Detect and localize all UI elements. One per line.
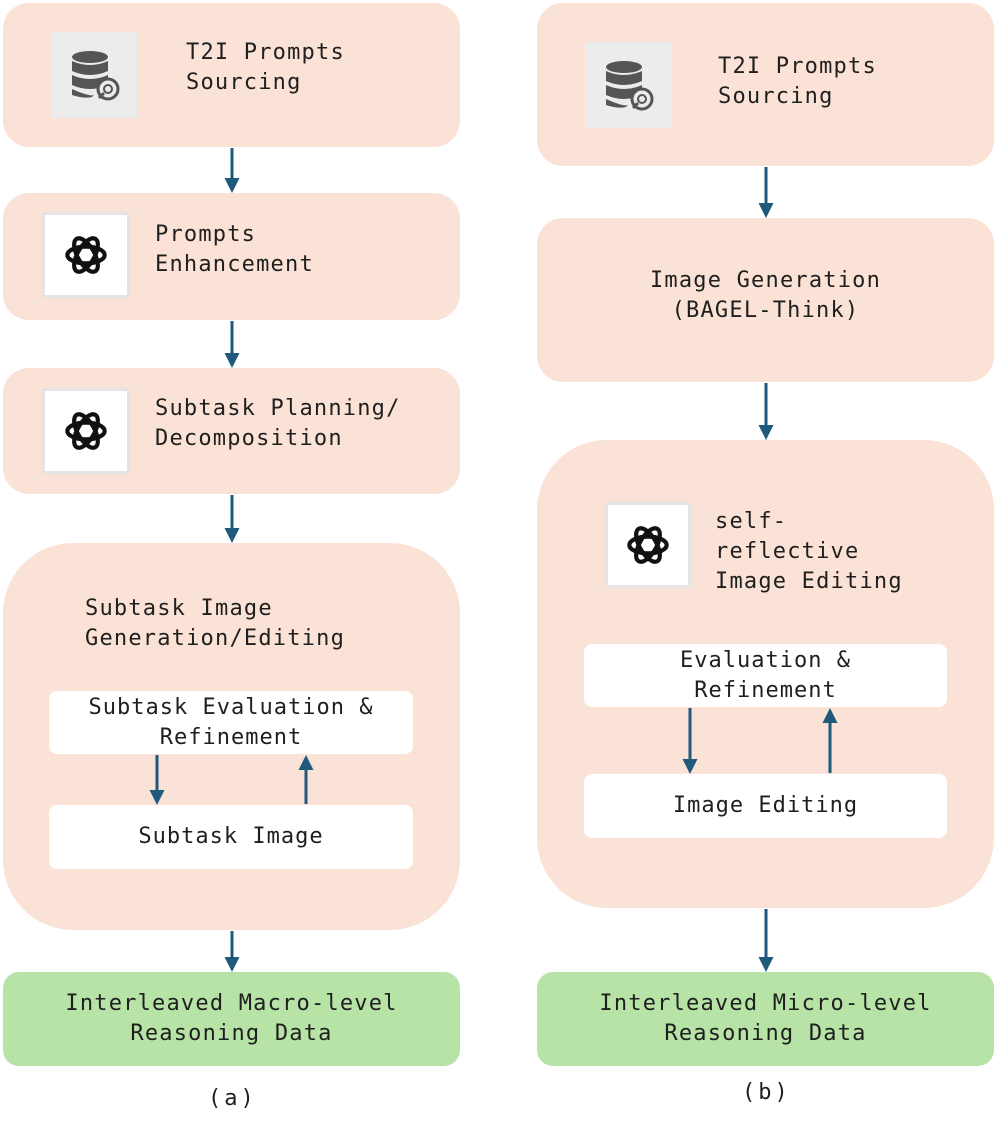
openai-logo-icon xyxy=(42,212,130,298)
b-inner-image-editing: Image Editing xyxy=(584,774,947,838)
database-search-icon xyxy=(585,42,671,128)
b-step3-label: self- reflective Image Editing xyxy=(715,509,903,594)
a-step1-label: T2I Prompts Sourcing xyxy=(186,40,345,95)
b-output-label: Interleaved Micro-level Reasoning Data xyxy=(599,991,932,1046)
database-search-icon xyxy=(51,32,137,118)
a-inner-subtask-image: Subtask Image xyxy=(49,805,413,869)
a-inner-evaluation: Subtask Evaluation & Refinement xyxy=(49,691,413,754)
a-output-label: Interleaved Macro-level Reasoning Data xyxy=(65,991,398,1046)
b-step-image-generation xyxy=(537,218,994,382)
b-step1-label: T2I Prompts Sourcing xyxy=(718,54,877,109)
a-step4-label: Subtask Image Generation/Editing xyxy=(85,596,346,651)
a-step2-label: Prompts Enhancement xyxy=(155,222,314,277)
a-step3-label: Subtask Planning/ Decomposition xyxy=(155,396,401,451)
a-caption: (a) xyxy=(208,1086,257,1111)
b-caption: (b) xyxy=(742,1080,791,1105)
a-output-macro-data xyxy=(3,972,460,1066)
openai-logo-icon xyxy=(605,502,691,588)
b-output-micro-data xyxy=(537,972,994,1066)
b-step2-label: Image Generation (BAGEL-Think) xyxy=(649,268,882,323)
b-inner-evaluation: Evaluation & Refinement xyxy=(584,644,947,707)
openai-logo-icon xyxy=(42,388,130,474)
